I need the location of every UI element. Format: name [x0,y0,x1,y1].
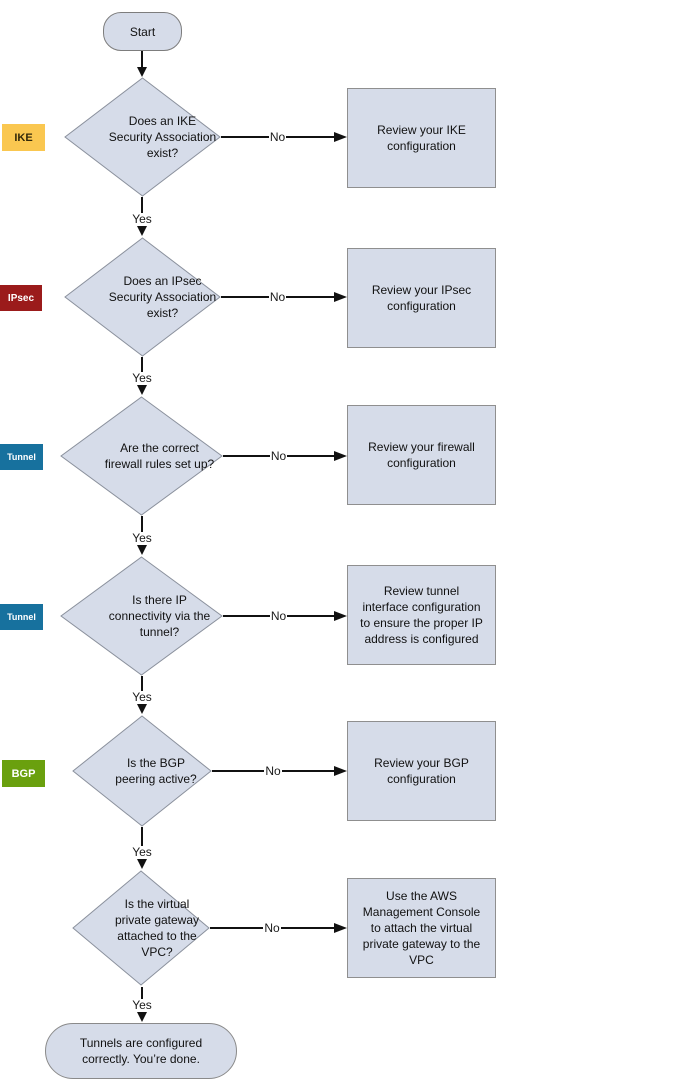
no-label: No [269,289,286,304]
decision-ip-connectivity: Is there IP connectivity via the tunnel? [60,556,223,676]
arrow-right-icon [334,923,347,933]
badge-tunnel: Tunnel [0,444,43,470]
action-box-attach-vgw: Use the AWS Management Console to attach… [347,878,496,978]
yes-connector-bgp: Yes [125,827,159,869]
arrow-right-icon [334,292,347,302]
connector-line [223,615,270,617]
end-node: Tunnels are configured correctly. You’re… [45,1023,237,1079]
badge-ipsec: IPsec [0,285,42,311]
start-node: Start [103,12,182,51]
no-label: No [265,763,281,778]
connector-line [221,296,269,298]
connector-line [280,927,334,929]
connector-line [141,197,143,213]
connector-line [141,51,143,67]
connector-line [141,516,143,532]
decision-firewall-label: Are the correct firewall rules set up? [104,441,215,471]
no-connector-ipsec: No [221,289,347,305]
decision-ip-connectivity-label: Is there IP connectivity via the tunnel? [108,593,211,639]
no-connector-ike: No [221,129,347,145]
decision-bgp-label: Is the BGP peering active? [115,756,197,786]
yes-label: Yes [132,690,152,704]
no-label: No [269,129,286,144]
arrow-right-icon [334,451,347,461]
diamond-shape [64,237,221,357]
yes-label: Yes [132,998,152,1012]
arrow-right-icon [334,766,347,776]
decision-vgw-attached-label: Is the virtual private gateway attached … [114,897,200,959]
no-connector-bgp: No [212,763,347,779]
arrow-down-icon [137,704,147,714]
no-label: No [270,608,287,623]
arrow-down-icon [137,385,147,395]
action-box-tunnel-interface: Review tunnel interface configuration to… [347,565,496,665]
arrow-down-icon [137,67,147,77]
action-box-ipsec: Review your IPsec configuration [347,248,496,348]
connector-line [141,987,143,999]
yes-label: Yes [132,531,152,545]
yes-label: Yes [132,212,152,226]
decision-ipsec-label: Does an IPsec Security Association exist… [108,274,217,320]
connector-line [286,136,334,138]
decision-bgp: Is the BGP peering active? [72,715,212,827]
connector-start-to-ike [125,51,159,77]
connector-line [287,615,334,617]
arrow-down-icon [137,1012,147,1022]
diamond-shape [72,870,210,986]
no-connector-vgw: No [210,920,347,936]
diamond-shape [60,556,223,676]
connector-line [287,455,334,457]
connector-line [281,770,334,772]
arrow-down-icon [137,226,147,236]
badge-tunnel: Tunnel [0,604,43,630]
diamond-shape [72,715,212,827]
arrow-down-icon [137,545,147,555]
no-connector-ip-connectivity: No [223,608,347,624]
connector-line [141,827,143,846]
yes-label: Yes [132,371,152,385]
no-connector-firewall: No [223,448,347,464]
yes-connector-firewall: Yes [125,516,159,555]
decision-ipsec: Does an IPsec Security Association exist… [64,237,221,357]
yes-label: Yes [132,845,152,859]
diamond-shape [60,396,223,516]
yes-connector-ike: Yes [125,197,159,236]
connector-line [141,357,143,372]
badge-bgp: BGP [2,760,45,787]
badge-ike: IKE [2,124,45,151]
no-label: No [270,448,287,463]
arrow-right-icon [334,611,347,621]
connector-line [221,136,269,138]
decision-ike-label: Does an IKE Security Association exist? [108,114,217,160]
action-box-bgp: Review your BGP configuration [347,721,496,821]
connector-line [141,676,143,691]
arrow-down-icon [137,859,147,869]
diamond-shape [64,77,221,197]
arrow-right-icon [334,132,347,142]
yes-connector-ip-connectivity: Yes [125,676,159,714]
connector-line [212,770,265,772]
connector-line [286,296,334,298]
no-label: No [264,920,280,935]
yes-connector-ipsec: Yes [125,357,159,395]
action-box-firewall: Review your firewall configuration [347,405,496,505]
action-box-ike: Review your IKE configuration [347,88,496,188]
connector-line [223,455,270,457]
decision-firewall: Are the correct firewall rules set up? [60,396,223,516]
decision-vgw-attached: Is the virtual private gateway attached … [72,870,210,986]
decision-ike: Does an IKE Security Association exist? [64,77,221,197]
connector-line [210,927,264,929]
yes-connector-vgw: Yes [125,987,159,1022]
